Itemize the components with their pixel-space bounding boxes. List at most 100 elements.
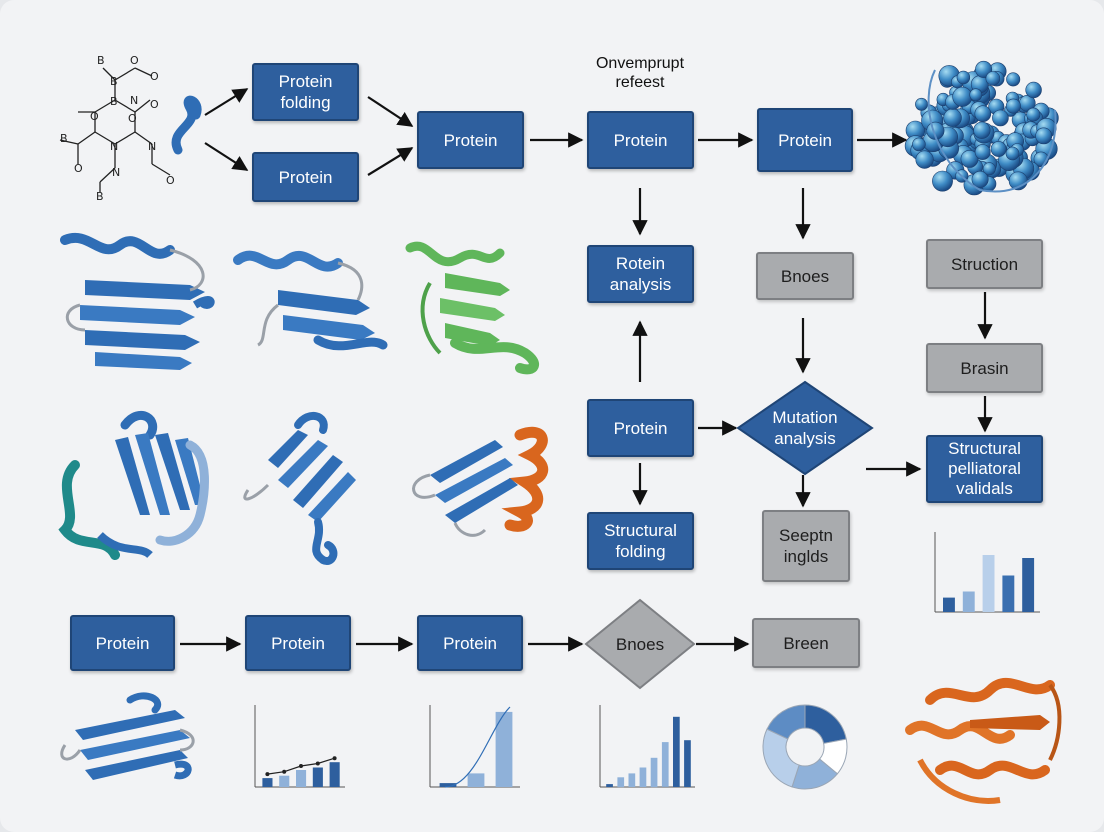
protein-node[interactable]: Protein: [70, 615, 175, 671]
sphere: [982, 162, 996, 176]
svg-text:O: O: [128, 112, 137, 125]
protein-node[interactable]: Protein: [757, 108, 853, 172]
protein-node[interactable]: Protein: [252, 152, 359, 202]
chart-point: [315, 761, 320, 766]
node-label: Protein: [271, 633, 325, 653]
sphere: [992, 109, 1009, 127]
bnoes-node[interactable]: Bnoes: [756, 252, 854, 300]
svg-text:B: B: [96, 190, 104, 203]
chart-bar: [495, 711, 513, 787]
node-label: Brasin: [960, 358, 1009, 378]
node-label: Structural pelliatoral validals: [948, 439, 1021, 498]
sphere: [973, 121, 991, 139]
chart-point: [332, 756, 337, 761]
chart-bar: [329, 762, 340, 787]
node-label: Protein: [443, 633, 497, 653]
chart-bar: [262, 778, 273, 787]
chart-bar: [628, 773, 636, 787]
sphere: [956, 70, 971, 85]
sphere: [912, 137, 926, 152]
node-label: Rotein analysis: [609, 254, 672, 294]
chart-bar: [684, 740, 691, 787]
struction-node[interactable]: Struction: [926, 239, 1043, 289]
sphere: [1006, 72, 1021, 87]
node-label: Protein: [278, 167, 333, 187]
svg-text:N: N: [112, 166, 120, 179]
structural-folding-node[interactable]: Structural folding: [587, 512, 694, 570]
svg-text:B: B: [110, 95, 118, 108]
chart-point: [299, 764, 303, 768]
structural-validals-node[interactable]: Structural pelliatoral validals: [926, 435, 1043, 503]
chemical-structure-icon: B O B O B N O O O B N N O N O B: [59, 54, 175, 203]
chart-bar: [962, 591, 975, 612]
chart-bar: [617, 777, 625, 788]
protein-analysis-node[interactable]: Rotein analysis: [587, 245, 694, 303]
svg-text:N: N: [148, 140, 156, 153]
arrow: [367, 147, 414, 176]
protein-ribbon-icon: [58, 410, 209, 560]
svg-text:O: O: [150, 70, 159, 83]
sphere: [932, 170, 953, 192]
chart-trend-curve: [444, 706, 511, 788]
svg-text:N: N: [130, 94, 138, 107]
chart-bar: [661, 742, 669, 787]
protein-node[interactable]: Protein: [245, 615, 351, 671]
brasin-node[interactable]: Brasin: [926, 343, 1043, 393]
sphere: [1025, 81, 1042, 99]
node-label: Protein folding: [278, 72, 333, 112]
breen-node[interactable]: Breen: [752, 618, 860, 668]
protein-ribbon-icon: [60, 233, 215, 370]
node-label: Protein: [613, 130, 668, 150]
chart-bar: [296, 770, 307, 787]
node-label: Bnoes: [780, 266, 830, 286]
protein-ribbon-icon: [243, 412, 356, 565]
svg-text:B: B: [110, 75, 118, 88]
svg-text:B: B: [97, 54, 105, 67]
bnoes-diamond-label: Bnoes: [615, 634, 665, 654]
chart-bar: [650, 757, 658, 788]
sphere: [1026, 107, 1041, 122]
sphere: [1005, 98, 1021, 114]
protein-folding-node[interactable]: Protein folding: [252, 63, 359, 121]
pie-slice: [766, 704, 806, 740]
pie-slice: [804, 704, 847, 745]
node-label: Breen: [783, 633, 829, 653]
protein-node[interactable]: Protein: [417, 111, 524, 169]
chart-bar: [1022, 558, 1035, 612]
chart-bar: [312, 767, 323, 787]
protein-node[interactable]: Protein: [417, 615, 523, 671]
sphere: [1005, 146, 1020, 161]
node-label: Structural folding: [604, 521, 677, 561]
svg-text:O: O: [166, 174, 175, 187]
seeptn-inglds-node[interactable]: Seeptn inglds: [762, 510, 850, 582]
sphere: [985, 71, 1001, 86]
chart-bar: [467, 773, 485, 787]
protein-ribbon-icon: [233, 250, 388, 351]
diagram-header-line-1: Onvemprupt: [595, 55, 685, 72]
chart-bar: [982, 555, 995, 612]
protein-ribbon-icon: [412, 426, 548, 537]
sphere: [969, 88, 983, 102]
node-label: Struction: [950, 254, 1019, 274]
arrow: [204, 142, 249, 171]
sphere: [990, 141, 1007, 157]
chart-bar: [673, 716, 680, 787]
protein-node[interactable]: Protein: [587, 399, 694, 457]
svg-text:N: N: [110, 140, 118, 153]
sphere: [974, 144, 991, 160]
chart-bar: [606, 784, 613, 787]
sphere: [1035, 127, 1053, 145]
sphere: [960, 149, 979, 168]
protein-node[interactable]: Protein: [587, 111, 694, 169]
arrow: [204, 88, 249, 116]
node-label: Protein: [778, 130, 832, 150]
sphere: [971, 170, 989, 188]
node-label: Seeptn inglds: [779, 526, 833, 566]
arrow: [367, 96, 414, 127]
